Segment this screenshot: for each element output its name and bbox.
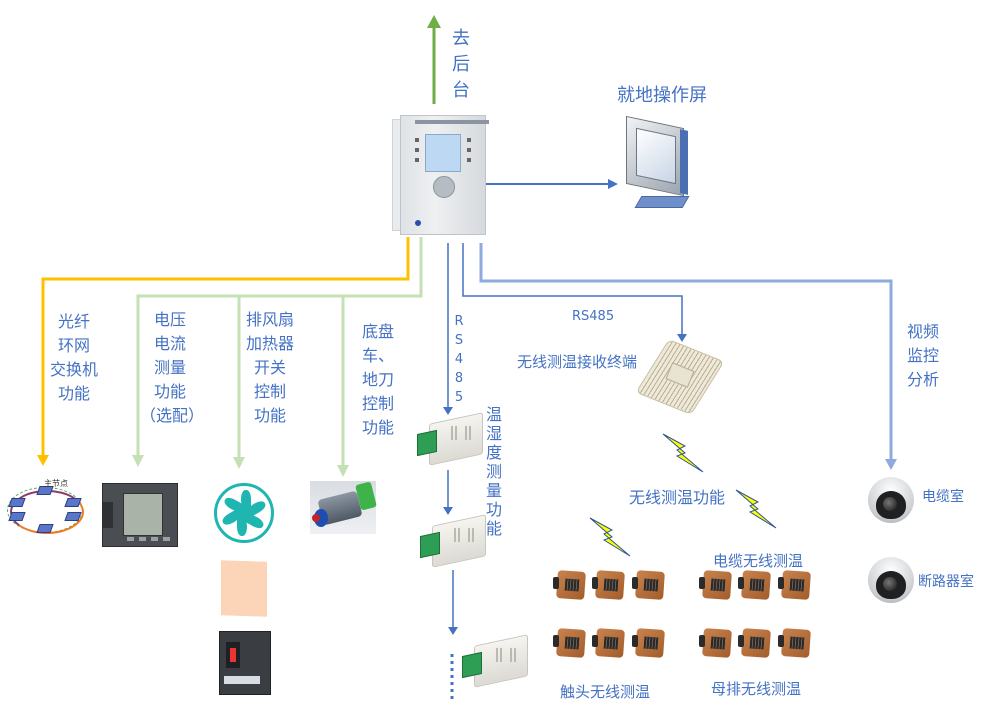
label-line: 测量 (153, 358, 186, 377)
rs485-receiver-line (462, 243, 687, 342)
label-line: 光纤 (57, 312, 90, 331)
company-logo-icon (415, 220, 421, 226)
led-icon (415, 158, 419, 162)
wireless-temp-sensor-icon (632, 627, 666, 661)
circuit-breaker-icon (219, 631, 271, 695)
wireless-receiver-icon (635, 339, 725, 415)
label-line: 监控 (907, 346, 940, 365)
wireless-function-label: 无线测温功能 (629, 488, 726, 507)
label-line: 交换机 (49, 360, 98, 379)
led-icon (415, 148, 419, 152)
label-line: 控制 (362, 394, 395, 413)
chassis-control-label: 底盘 车、 地刀 控制 功能 (362, 320, 402, 440)
up-link-arrow (427, 15, 441, 104)
label-line: 开关 (253, 358, 286, 377)
wireless-bolt-icon (589, 517, 631, 557)
label-line: （选配） (140, 406, 205, 425)
led-icon (467, 138, 471, 142)
power-meter-icon (102, 483, 178, 547)
camera-label-cable-room: 电缆室 (922, 489, 964, 505)
label-line: 功能 (253, 406, 286, 425)
fiber-ring-label: 光纤 环网 交换机 功能 (44, 310, 104, 406)
wireless-temp-sensor-icon (778, 569, 812, 603)
label-char: 4 (454, 352, 464, 367)
label-line: 视频 (907, 322, 940, 341)
local-operation-screen-icon (622, 115, 694, 210)
temp-humidity-sensor-icon (460, 634, 528, 688)
ring-network-switches-icon: 主节点 (4, 479, 86, 538)
label-char: S (454, 333, 464, 348)
label-char: R (454, 314, 464, 329)
device-lcd-screen (425, 134, 461, 172)
label-line: 排风扇 (245, 310, 294, 329)
navigation-keypad[interactable] (433, 176, 455, 198)
rs485-vertical-label: R S 4 8 5 (452, 312, 466, 407)
temp-humidity-function-label: 温湿度测量功能 (485, 405, 502, 538)
camera-label-breaker-room: 断路器室 (918, 574, 974, 590)
temp-humidity-sensor-icon (415, 412, 483, 466)
control-bus-line (132, 237, 423, 477)
wireless-temp-sensor-icon (738, 627, 772, 661)
cable-group-label: 电缆无线测温 (713, 552, 804, 570)
label-line: 加热器 (245, 334, 294, 353)
camera-icon (868, 557, 914, 603)
label-line: 地刀 (362, 370, 395, 389)
wireless-temp-sensor-icon (778, 627, 812, 661)
wireless-bolt-icon (735, 489, 777, 529)
exhaust-fan-icon (214, 483, 274, 543)
busbar-group-label: 母排无线测温 (711, 680, 802, 698)
label-line: 车、 (362, 346, 395, 365)
camera-icon (868, 477, 914, 523)
fan-heater-label: 排风扇 加热器 开关 控制 功能 (240, 308, 300, 428)
device-front-panel (400, 115, 489, 235)
led-icon (467, 148, 471, 152)
fiber-ring-line (37, 237, 410, 466)
label-line: 分析 (907, 370, 940, 389)
label-line: 功能 (153, 382, 186, 401)
wireless-temp-sensor-icon (632, 569, 666, 603)
wireless-temp-sensor-icon (592, 627, 626, 661)
main-node-label: 主节点 (44, 479, 68, 488)
device-model-label (415, 120, 489, 124)
label-char: 8 (454, 371, 464, 386)
main-control-device[interactable] (392, 115, 489, 235)
label-line: 电压 (153, 310, 186, 329)
wireless-temp-sensor-icon (699, 627, 733, 661)
up-link-label: 去后台 (451, 26, 471, 104)
heater-icon (221, 560, 267, 617)
rs485-bus-label: RS485 (572, 309, 615, 324)
wireless-bolt-icon (662, 433, 704, 473)
wireless-temp-sensor-icon (738, 569, 772, 603)
up-link-label-text: 去后台 (452, 28, 470, 101)
video-analysis-label: 视频 监控 分析 (907, 320, 947, 392)
label-line: 功能 (57, 384, 90, 403)
label-line: 环网 (57, 336, 90, 355)
wireless-temp-sensor-icon (553, 627, 587, 661)
rs485-temp-humidity-chain (443, 243, 458, 703)
label-line: 电流 (153, 334, 186, 353)
receiver-label: 无线测温接收终端 (517, 353, 638, 371)
wireless-temp-sensor-icon (553, 569, 587, 603)
vi-measure-label: 电压 电流 测量 功能 （选配） (140, 308, 205, 428)
temp-humidity-sensor-icon (418, 514, 486, 568)
led-icon (467, 158, 471, 162)
label-char: 5 (454, 390, 464, 405)
wireless-temp-sensor-icon (592, 569, 626, 603)
video-line (479, 243, 897, 470)
contact-group-label: 触头无线测温 (560, 683, 651, 701)
chassis-motor-icon (310, 481, 377, 534)
label-line: 功能 (362, 418, 395, 437)
wireless-temp-sensor-icon (699, 569, 733, 603)
led-icon (415, 138, 419, 142)
label-line: 控制 (253, 382, 286, 401)
local-screen-label: 就地操作屏 (617, 85, 707, 106)
label-line: 底盘 (362, 322, 395, 341)
local-screen-arrow (486, 179, 618, 189)
